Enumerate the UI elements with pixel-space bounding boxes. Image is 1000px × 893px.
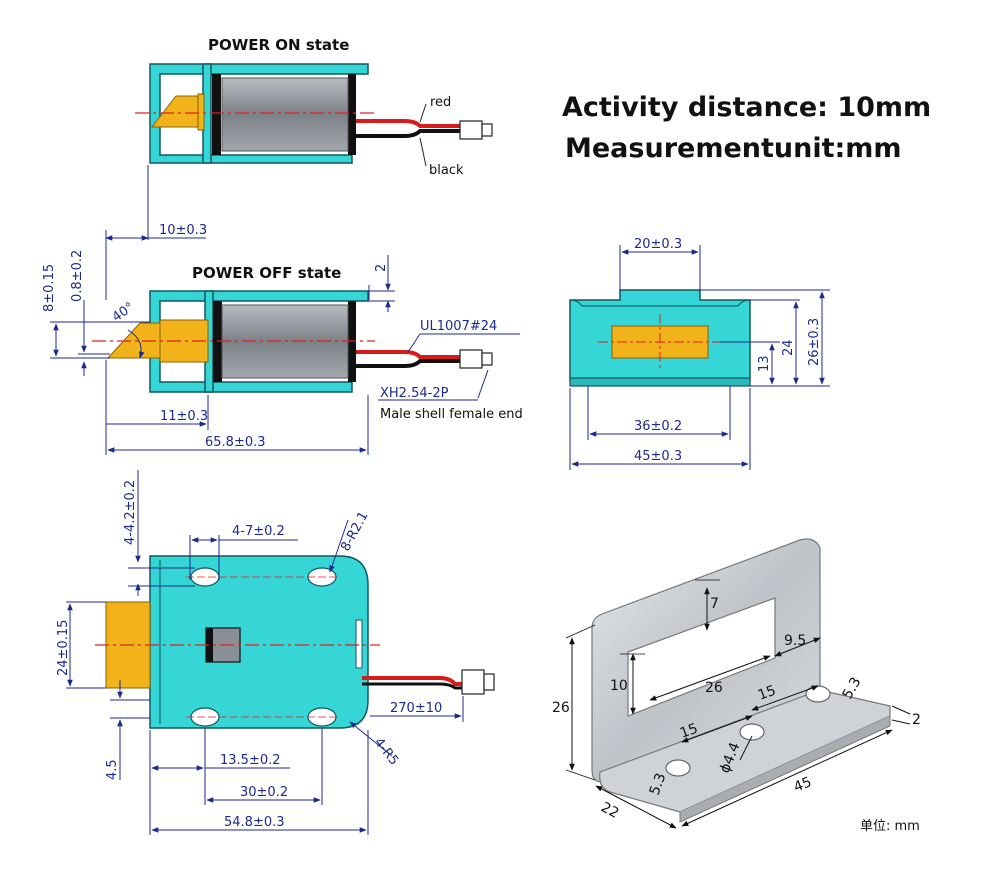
dim-548: 54.8±0.3: [224, 815, 285, 830]
bracket-dim-10: 10: [610, 678, 628, 694]
bracket-dim-26-window: 26: [705, 680, 723, 696]
dim-end-outer: 45±0.3: [634, 449, 682, 464]
power-off-view: POWER OFF state UL1007#24 XH2.54-2P Male…: [92, 264, 523, 422]
connector-spec: XH2.54-2P: [380, 386, 449, 401]
unit-note: 单位: mm: [860, 819, 920, 834]
dim-radius: 8-R2.1: [338, 509, 371, 554]
dim-end-24: 24: [781, 339, 796, 356]
dim-h08: 0.8±0.2: [70, 250, 85, 302]
dim-plunger: 11±0.3: [160, 409, 208, 424]
power-on-title: POWER ON state: [208, 36, 349, 54]
dim-angle: 40°: [110, 300, 137, 326]
dim-end-13: 13: [757, 355, 772, 372]
dim-gap: 2: [374, 264, 389, 272]
power-off-title: POWER OFF state: [192, 264, 341, 282]
bracket-dim-2: 2: [912, 712, 921, 728]
bracket-dim-26-height: 26: [552, 700, 570, 716]
dim-135: 13.5±0.2: [220, 753, 281, 768]
measurement-unit-heading: Measurementunit:mm: [565, 133, 902, 164]
dim-end-top: 20±0.3: [634, 237, 682, 252]
bottom-view: [95, 555, 495, 729]
dim-r5: 4-R5: [371, 735, 401, 768]
stroke-dimension: 10±0.3: [105, 165, 207, 300]
dim-h8: 8±0.15: [42, 264, 57, 312]
bracket-dim-22: 22: [598, 799, 621, 821]
cable-spec: UL1007#24: [420, 319, 497, 334]
length-dimensions: 11±0.3 65.8±0.3: [105, 360, 369, 455]
wire-red-label: red: [430, 95, 451, 110]
dim-slot-h: 4-4.2±0.2: [123, 480, 138, 545]
activity-distance-heading: Activity distance: 10mm: [562, 92, 931, 123]
dim-45: 4.5: [105, 759, 120, 780]
bracket-dim-95: 9.5: [784, 633, 806, 649]
dim-stroke: 10±0.3: [159, 223, 207, 238]
wire-black-label: black: [429, 163, 464, 178]
bracket-dim-15b: 15: [756, 683, 778, 704]
bracket-dim-7: 7: [710, 596, 719, 612]
gap-dimension: 2: [368, 255, 395, 312]
dim-30: 30±0.2: [240, 785, 288, 800]
dim-end-26: 26±0.3: [807, 318, 822, 366]
dim-bottom-height: 24±0.15: [56, 620, 71, 676]
bracket-dim-45: 45: [792, 774, 815, 796]
dim-end-inner: 36±0.2: [634, 419, 682, 434]
bracket-view: [591, 538, 891, 823]
power-on-view: POWER ON state red black: [135, 36, 493, 178]
dim-wire-length: 270±10: [390, 701, 442, 716]
connector-note: Male shell female end: [380, 407, 523, 422]
dim-slot-w: 4-7±0.2: [232, 524, 285, 539]
dim-length: 65.8±0.3: [205, 435, 266, 450]
end-view: 20±0.3 24 26±0.3 13 36±0.2 45±0.3: [569, 237, 830, 470]
